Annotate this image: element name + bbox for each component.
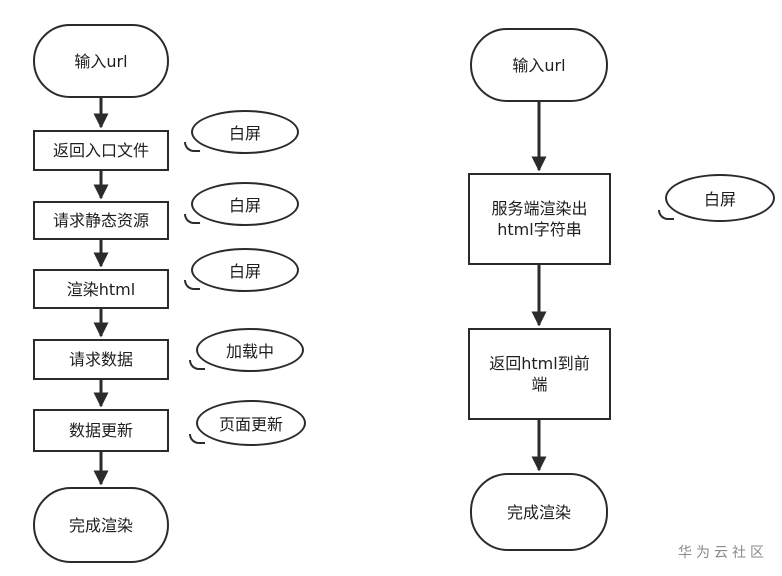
callout-tail bbox=[658, 210, 674, 220]
left-step-request-static: 请求静态资源 bbox=[33, 201, 169, 240]
right-step-label: 返回html到前端 bbox=[489, 354, 590, 394]
callout-white-screen-1: 白屏 bbox=[184, 110, 299, 154]
callout-page-update: 页面更新 bbox=[189, 400, 306, 446]
left-step-label: 请求静态资源 bbox=[52, 211, 149, 230]
callout-white-screen-2: 白屏 bbox=[184, 182, 299, 226]
callout-label: 白屏 bbox=[228, 124, 261, 143]
watermark: 华为云社区 bbox=[678, 545, 768, 561]
left-step-data-update: 数据更新 bbox=[33, 409, 169, 452]
callout-tail bbox=[184, 280, 200, 290]
right-end-label: 完成渲染 bbox=[506, 502, 571, 522]
right-start-label: 输入url bbox=[512, 55, 566, 75]
left-step-label: 返回入口文件 bbox=[52, 141, 149, 160]
right-end-node: 完成渲染 bbox=[470, 473, 608, 551]
callout-tail bbox=[189, 434, 205, 444]
callout-label: 页面更新 bbox=[218, 415, 283, 434]
callout-white-screen-3: 白屏 bbox=[184, 248, 299, 292]
left-start-label: 输入url bbox=[74, 51, 128, 71]
callout-label: 加载中 bbox=[225, 342, 274, 361]
left-step-return-entry-file: 返回入口文件 bbox=[33, 130, 169, 171]
callout-tail bbox=[189, 360, 205, 370]
callout-right-white-screen: 白屏 bbox=[658, 174, 775, 222]
left-step-render-html: 渲染html bbox=[33, 269, 169, 309]
left-step-request-data: 请求数据 bbox=[33, 339, 169, 380]
right-step-return-html: 返回html到前端 bbox=[468, 328, 611, 420]
callout-label: 白屏 bbox=[228, 262, 261, 281]
left-end-label: 完成渲染 bbox=[68, 515, 133, 535]
callout-tail bbox=[184, 214, 200, 224]
callout-label: 白屏 bbox=[228, 196, 261, 215]
left-start-node: 输入url bbox=[33, 24, 169, 98]
left-end-node: 完成渲染 bbox=[33, 487, 169, 563]
callout-tail bbox=[184, 142, 200, 152]
right-step-label: 服务端渲染出html字符串 bbox=[491, 199, 588, 239]
callout-loading: 加载中 bbox=[189, 328, 304, 372]
left-step-label: 渲染html bbox=[66, 279, 136, 299]
left-step-label: 数据更新 bbox=[68, 421, 133, 440]
right-step-server-render: 服务端渲染出html字符串 bbox=[468, 173, 611, 265]
right-start-node: 输入url bbox=[470, 28, 608, 102]
callout-label: 白屏 bbox=[703, 190, 736, 209]
left-step-label: 请求数据 bbox=[68, 350, 133, 369]
